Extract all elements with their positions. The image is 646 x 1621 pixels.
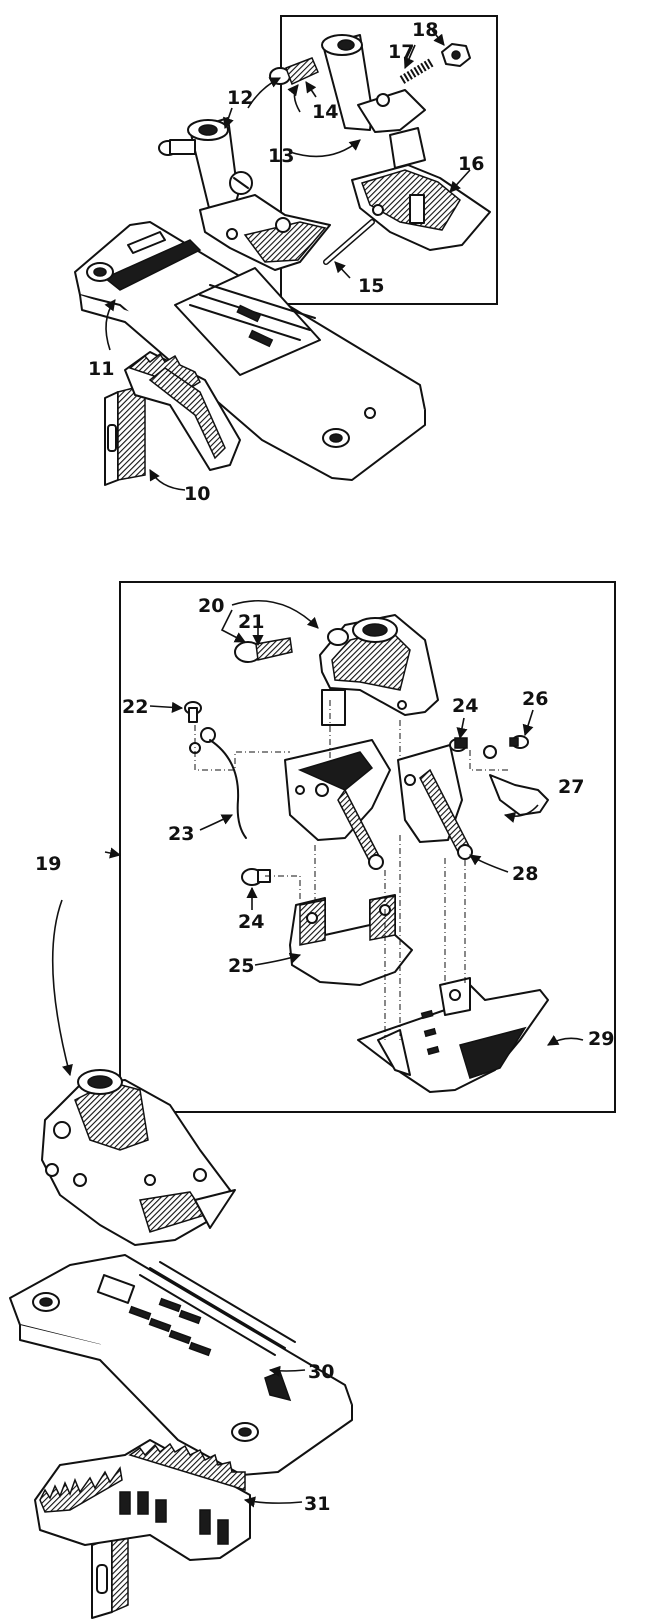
callout-26: 26: [522, 688, 548, 710]
callout-12: 12: [227, 87, 253, 109]
part-17-spring: [399, 58, 435, 84]
part-31-feed-dog: [34, 1439, 251, 1619]
part-28-link-right: [397, 744, 473, 860]
part-26-screw: [483, 735, 529, 759]
part-11-throat-plate: [74, 221, 426, 481]
callout-14: 14: [312, 101, 338, 123]
callout-15: 15: [358, 275, 384, 297]
part-19-assembled-foot: [41, 1069, 236, 1246]
upper-inset-frame: [280, 15, 498, 305]
part-24-screw-upper: [449, 737, 468, 752]
part-24-screw-lower: [241, 868, 271, 886]
lower-inset-frame: [119, 581, 616, 1113]
callout-30: 30: [308, 1361, 334, 1383]
part-16-toe: [351, 164, 491, 251]
part-10-feed-dog: [104, 351, 241, 486]
part-23-spring: [189, 727, 247, 839]
part-18-nut: [441, 43, 471, 67]
callout-24-upper: 24: [452, 695, 478, 717]
callout-29: 29: [588, 1028, 614, 1050]
part-30-throat-plate: [9, 1254, 353, 1476]
part-21-screw: [234, 637, 293, 663]
callout-25: 25: [228, 955, 254, 977]
part-27-spring-clip: [489, 774, 549, 816]
callout-21: 21: [238, 611, 264, 633]
assembly-lines: [194, 700, 510, 1040]
callout-22: 22: [122, 696, 148, 718]
part-15-pin: [323, 219, 375, 265]
part-13-presser-foot-body: [321, 34, 426, 169]
part-29-right-foot: [357, 977, 549, 1093]
callout-19: 19: [35, 853, 61, 875]
callout-20: 20: [198, 595, 224, 617]
callout-11: 11: [88, 358, 114, 380]
callout-16: 16: [458, 153, 484, 175]
callout-28: 28: [512, 863, 538, 885]
callout-17: 17: [388, 41, 414, 63]
callout-18: 18: [412, 19, 438, 41]
callout-10: 10: [184, 483, 210, 505]
part-22-screw: [184, 701, 202, 723]
callout-24-lower: 24: [238, 911, 264, 933]
part-28-link-left: [284, 739, 391, 870]
callout-31: 31: [304, 1493, 330, 1515]
callout-23: 23: [168, 823, 194, 845]
callout-labels: 12 14 13 17 18 16 15 11 10 20 21 22 23 2…: [35, 19, 614, 1515]
callout-27: 27: [558, 776, 584, 798]
part-20-holder: [319, 614, 439, 726]
part-12-presser-foot: [158, 117, 331, 271]
part-25-left-foot: [289, 894, 413, 986]
callout-13: 13: [268, 145, 294, 167]
